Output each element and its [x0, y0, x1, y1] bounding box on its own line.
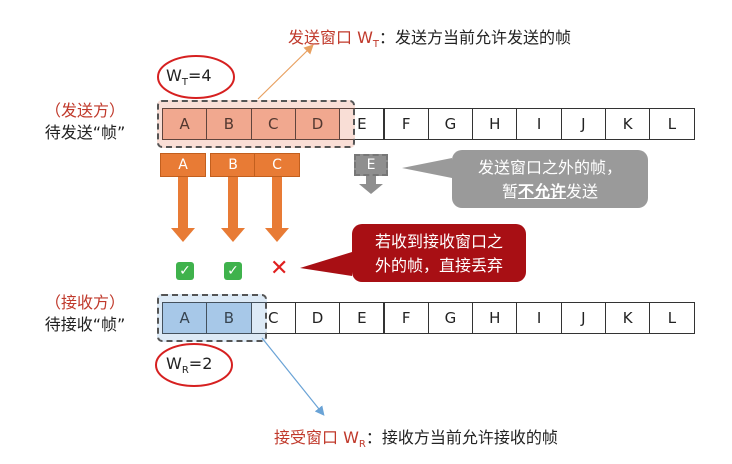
grey-callout: 发送窗口之外的帧， 暂不允许发送 [452, 150, 648, 208]
receiver-label-line1: （接收方） [44, 293, 125, 312]
grey-callout-pre: 暂 [501, 182, 518, 201]
wr-label: WR=2 [166, 354, 212, 376]
recv-window-pointer-line [261, 337, 325, 416]
wt-sub: T [181, 77, 188, 89]
receiver-frame-a: A [162, 302, 208, 334]
sender-frame-j: J [560, 108, 606, 140]
send-window-title: 发送窗口 WT：发送方当前允许发送的帧 [288, 24, 571, 50]
red-callout-pointer [300, 252, 352, 276]
receiver-frame-e: E [339, 302, 385, 334]
wr-highlight-circle [155, 343, 233, 387]
sender-frame-b: B [206, 108, 252, 140]
sending-frame-a: A [160, 153, 206, 177]
wt-label: WT=4 [166, 66, 212, 88]
wt-w: W [166, 66, 182, 85]
recv-window-box [157, 294, 267, 342]
receiver-frame-h: H [472, 302, 518, 334]
sender-label-line2: 待发送“帧” [44, 123, 126, 142]
send-title-desc: ：发送方当前允许发送的帧 [379, 28, 572, 47]
sending-frame-b: B [210, 153, 256, 177]
sender-frame-h: H [472, 108, 518, 140]
recv-window-title: 接受窗口 WR：接收方当前允许接收的帧 [274, 424, 558, 450]
receiver-frame-g: G [427, 302, 474, 334]
ghost-frame-e: E [354, 154, 388, 176]
red-callout-line2: 外的帧，直接丢弃 [374, 256, 503, 275]
sender-frame-e: E [339, 108, 385, 140]
red-callout: 若收到接收窗口之 外的帧，直接丢弃 [352, 224, 526, 282]
grey-callout-pointer [402, 158, 452, 178]
wr-sub: R [181, 365, 189, 377]
send-window-pointer-line [257, 44, 314, 100]
send-title-prefix: 发送窗口 W [288, 28, 373, 47]
receiver-frame-l: L [649, 302, 695, 334]
wt-highlight-circle [157, 55, 235, 99]
accepted-check-icon-b: ✓ [224, 262, 242, 280]
wt-value: =4 [187, 66, 212, 85]
receiver-label: （接收方） 待接收“帧” [22, 292, 148, 336]
recv-title-desc: ：接收方当前允许接收的帧 [365, 428, 558, 447]
sender-frame-l: L [649, 108, 695, 140]
sender-frame-g: G [427, 108, 474, 140]
sender-label-line1: （发送方） [44, 101, 125, 120]
accepted-check-icon-a: ✓ [176, 262, 194, 280]
frame-arrows [171, 176, 289, 242]
grey-callout-line2: 暂不允许发送 [462, 180, 638, 204]
recv-title-prefix: 接受窗口 W [274, 428, 359, 447]
receiver-frame-k: K [605, 302, 651, 334]
receiver-label-line2: 待接收“帧” [44, 315, 126, 334]
receiver-frame-d: D [294, 302, 341, 334]
sender-frame-f: F [383, 108, 429, 140]
receiver-frame-b: B [206, 302, 252, 334]
sending-frame-c: C [254, 153, 300, 177]
grey-callout-bold: 不允许 [517, 182, 566, 201]
ghost-arrow [359, 176, 383, 194]
receiver-frame-f: F [383, 302, 429, 334]
send-title-sub: T [372, 39, 380, 51]
grey-callout-line1: 发送窗口之外的帧， [477, 158, 622, 177]
recv-title-sub: R [358, 439, 366, 451]
receiver-frame-c: C [250, 302, 296, 334]
sender-frame-k: K [605, 108, 651, 140]
sender-frame-i: I [516, 108, 562, 140]
grey-callout-post: 发送 [566, 182, 599, 201]
red-callout-line1: 若收到接收窗口之 [374, 232, 503, 251]
wr-value: =2 [188, 354, 213, 373]
send-window-box [157, 100, 355, 148]
rejected-cross-icon: ✕ [270, 256, 289, 281]
receiver-frame-i: I [516, 302, 562, 334]
sender-frame-c: C [250, 108, 296, 140]
sender-label: （发送方） 待发送“帧” [22, 100, 148, 144]
receiver-frame-j: J [560, 302, 606, 334]
wr-w: W [166, 354, 182, 373]
